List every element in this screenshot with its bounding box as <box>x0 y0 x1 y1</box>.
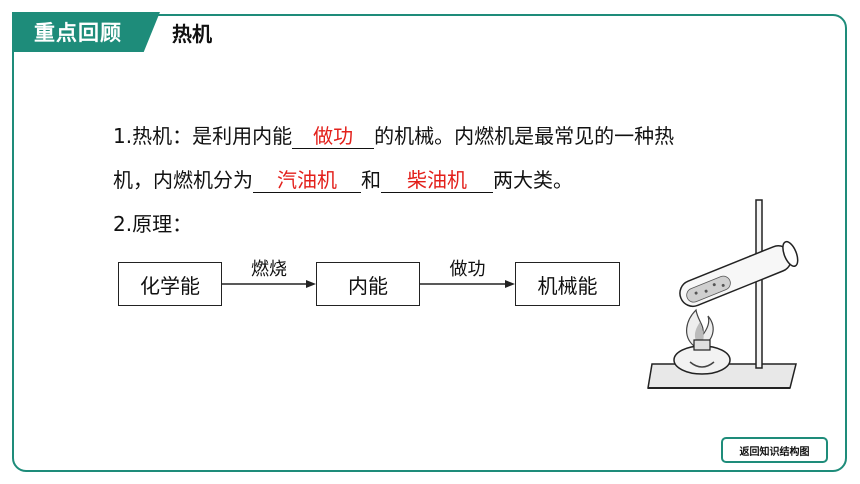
back-to-knowledge-map-button[interactable]: 返回知识结构图 <box>721 437 828 463</box>
arrow-work <box>420 280 515 288</box>
answer-blank-gasoline-engine: 汽油机 <box>253 168 361 193</box>
answer-blank-diesel-engine: 柴油机 <box>381 168 493 193</box>
topic-title: 热机 <box>172 22 212 46</box>
arrow-label-work: 做功 <box>449 259 486 280</box>
arrow-combustion <box>222 280 316 288</box>
flow-box-internal-energy: 内能 <box>316 262 420 306</box>
definition-line-2: 机，内燃机分为汽油机和柴油机两大类。 <box>113 164 573 193</box>
section-badge: 重点回顾 <box>12 12 160 52</box>
line2-prefix: 机，内燃机分为 <box>113 168 253 192</box>
flow-box-mechanical-energy: 机械能 <box>515 262 620 306</box>
line1-suffix: 的机械。内燃机是最常见的一种热 <box>374 124 675 148</box>
flow-box-chemical-energy: 化学能 <box>118 262 222 306</box>
section-badge-label: 重点回顾 <box>34 21 122 45</box>
definition-line-1: 1.热机：是利用内能做功的机械。内燃机是最常见的一种热 <box>113 120 674 149</box>
line2-mid: 和 <box>361 168 381 192</box>
line2-suffix: 两大类。 <box>493 168 573 192</box>
alcohol-lamp-heating-test-tube-icon <box>647 199 799 389</box>
answer-blank-work: 做功 <box>292 124 375 149</box>
content-frame <box>12 14 847 472</box>
line1-prefix: 1.热机：是利用内能 <box>113 124 293 148</box>
principle-heading: 2.原理： <box>113 212 193 236</box>
arrow-label-combustion: 燃烧 <box>251 259 287 280</box>
